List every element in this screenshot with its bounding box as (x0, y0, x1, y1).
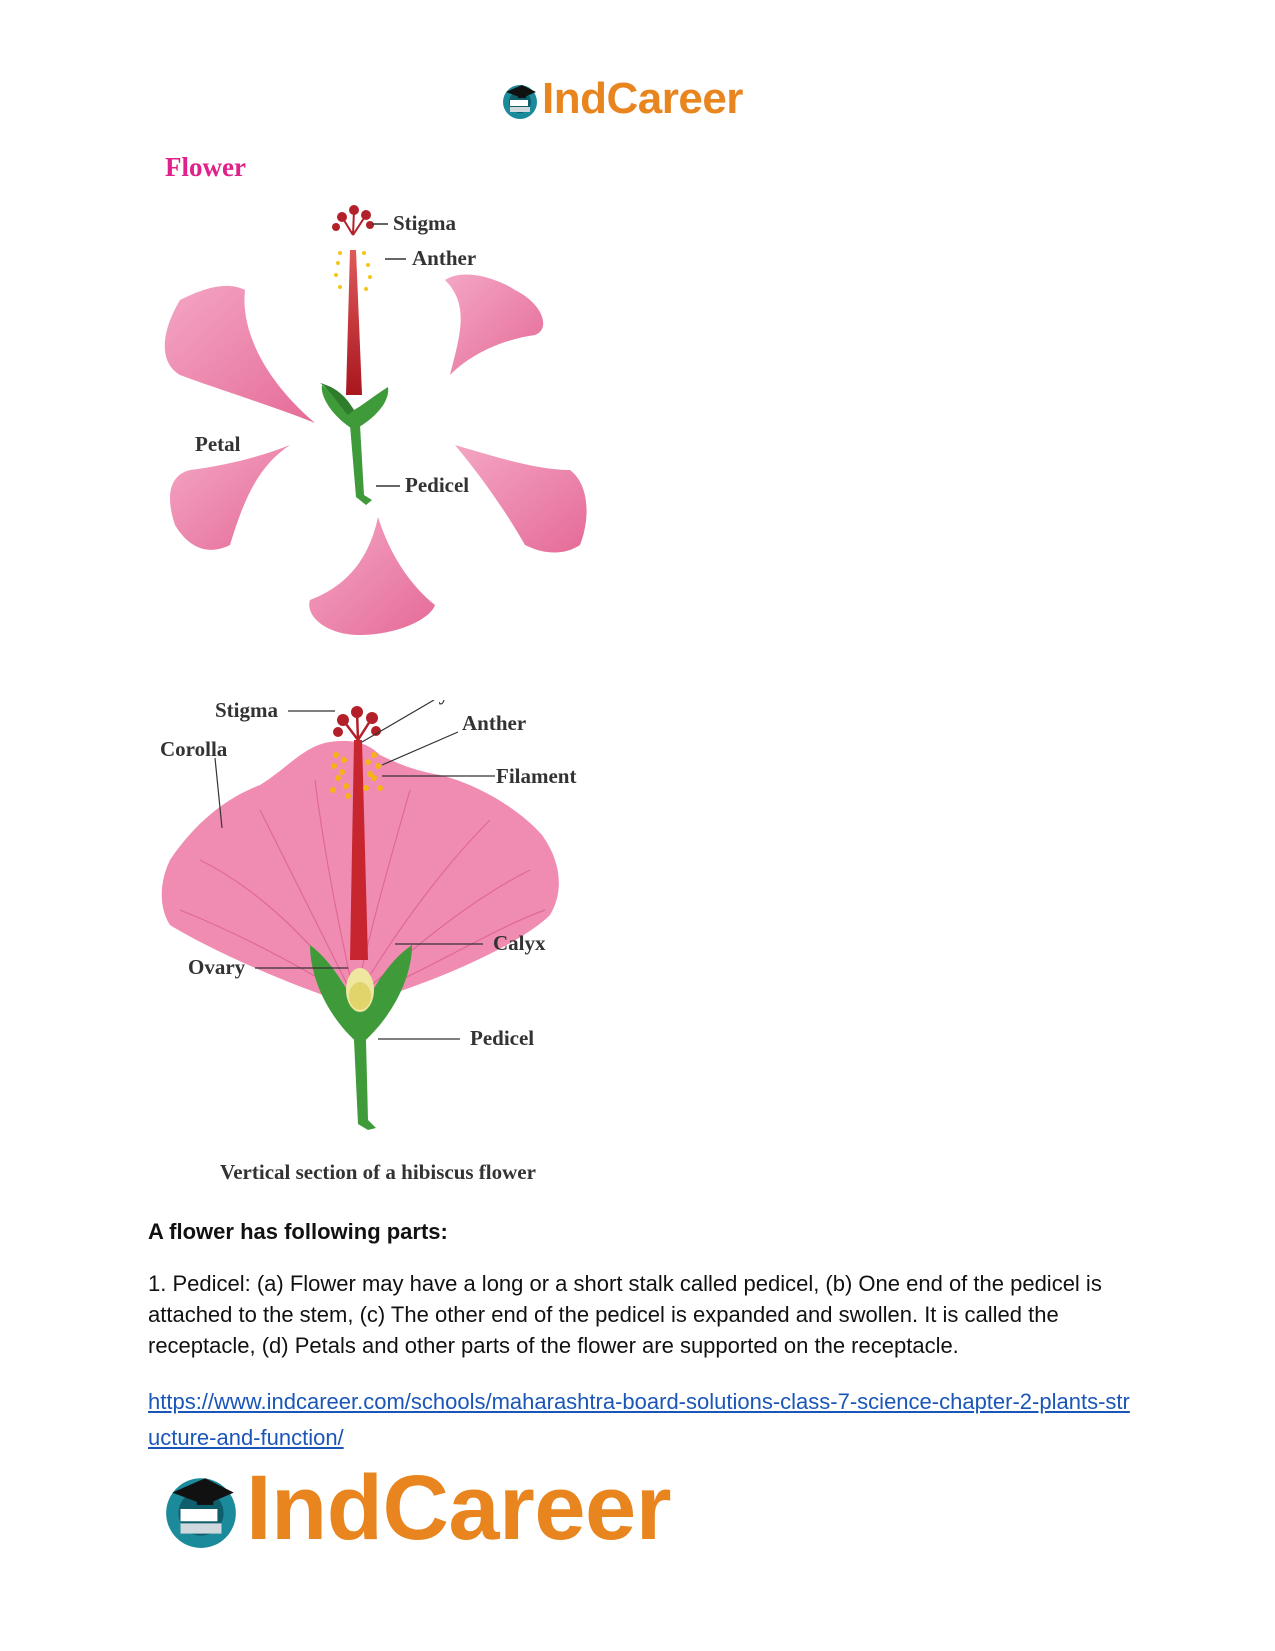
style (350, 740, 368, 960)
label-calyx: Calyx (493, 931, 546, 955)
vertical-section-diagram: Stigma Style Anther Corolla Filament Cal… (160, 700, 576, 1130)
section-title: Flower (165, 152, 246, 182)
graduation-cap-globe-icon (503, 85, 537, 119)
stigma-lobes-section (333, 706, 381, 741)
petal-mid-right (455, 445, 587, 553)
stem (350, 425, 372, 505)
petal-mid-left (170, 445, 290, 550)
label-style: Style (420, 700, 464, 705)
label-filament: Filament (496, 764, 576, 788)
label-anther: Anther (412, 246, 476, 270)
pedicel-stem (354, 1040, 376, 1130)
label-pedicel-section: Pedicel (470, 1026, 534, 1050)
label-petal: Petal (195, 432, 241, 456)
stigma-lobes (332, 205, 374, 236)
anther-pollen (334, 251, 372, 291)
label-corolla: Corolla (160, 737, 228, 761)
sepals (321, 385, 389, 430)
source-link[interactable]: https://www.indcareer.com/schools/mahara… (148, 1389, 1130, 1450)
label-pedicel: Pedicel (405, 473, 469, 497)
parts-heading: A flower has following parts: (148, 1219, 448, 1244)
label-stigma-section: Stigma (215, 700, 279, 722)
brand-name: IndCareer (246, 1457, 672, 1559)
label-stigma: Stigma (393, 211, 457, 235)
label-anther-section: Anther (462, 711, 526, 735)
label-ovary: Ovary (188, 955, 246, 979)
petal-bottom (309, 517, 435, 635)
anther-cluster (330, 752, 383, 799)
petal-top-right (445, 274, 544, 375)
diagram-caption: Vertical section of a hibiscus flower (220, 1160, 536, 1184)
flower-parts-diagram: Stigma Anther Petal Pedicel (164, 205, 587, 635)
brand-name: IndCareer (542, 74, 743, 123)
pedicel-paragraph: 1. Pedicel: (a) Flower may have a long o… (148, 1271, 1102, 1358)
petal-top-left (164, 285, 315, 423)
graduation-cap-globe-icon (166, 1478, 236, 1548)
calyx (310, 945, 412, 1045)
pistil (346, 250, 362, 395)
sepal-left-tip (320, 383, 354, 415)
